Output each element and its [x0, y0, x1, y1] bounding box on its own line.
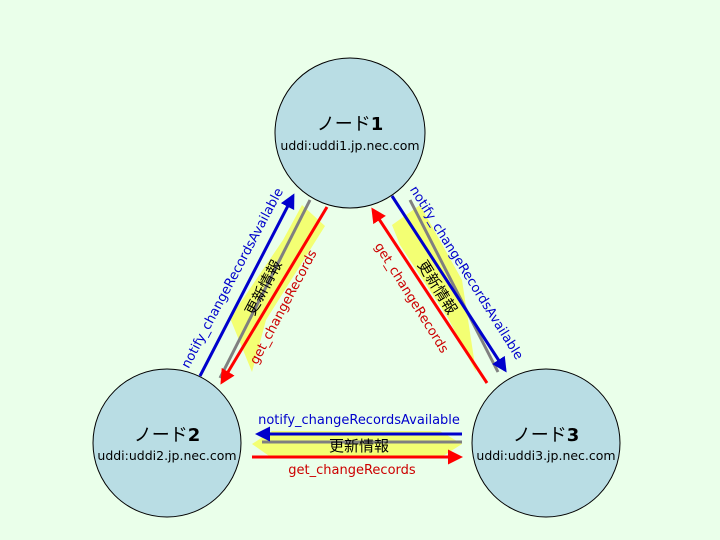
update-band-bottom: [252, 431, 462, 458]
svg-text:ノード3: ノード3: [513, 425, 580, 446]
link-node1-node3: notify_changeRecordsAvailable 更新情報 get_c…: [371, 184, 526, 384]
node-3-circle: [471, 368, 621, 518]
get-arrow-left: [220, 206, 329, 385]
node-2-title: ノード: [134, 425, 188, 446]
node-2-host: uddi:uddi2.jp.nec.com: [97, 448, 236, 463]
node-3-host: uddi:uddi3.jp.nec.com: [476, 448, 615, 463]
svg-text:ノード2: ノード2: [134, 425, 201, 446]
notify-arrow-left: [198, 193, 295, 377]
get-arrow-right: [371, 207, 489, 384]
node-3-title: ノード: [513, 425, 567, 446]
link-node3-node2: notify_changeRecordsAvailable 更新情報 get_c…: [252, 413, 463, 478]
node-2-number: 2: [188, 425, 201, 446]
node-2: ノード2 uddi:uddi2.jp.nec.com: [92, 368, 242, 518]
update-label-bottom: 更新情報: [329, 437, 389, 455]
node-1-circle: [274, 57, 426, 209]
svg-text:ノード1: ノード1: [317, 114, 384, 135]
node-1: ノード1 uddi:uddi1.jp.nec.com: [274, 57, 426, 209]
notify-arrow-right: [390, 195, 507, 373]
node-1-number: 1: [371, 114, 384, 135]
update-line-right: [408, 199, 500, 373]
node-2-circle: [92, 368, 242, 518]
node-1-title: ノード: [317, 114, 371, 135]
get-label-bottom: get_changeRecords: [288, 463, 416, 478]
node-3-number: 3: [567, 425, 580, 446]
update-line-left: [218, 199, 312, 379]
update-band-right: [392, 205, 476, 372]
notify-label-bottom: notify_changeRecordsAvailable: [258, 413, 460, 428]
node-3: ノード3 uddi:uddi3.jp.nec.com: [471, 368, 621, 518]
link-node2-node1: notify_changeRecordsAvailable 更新情報 get_c…: [179, 186, 329, 385]
node-1-host: uddi:uddi1.jp.nec.com: [280, 138, 419, 153]
